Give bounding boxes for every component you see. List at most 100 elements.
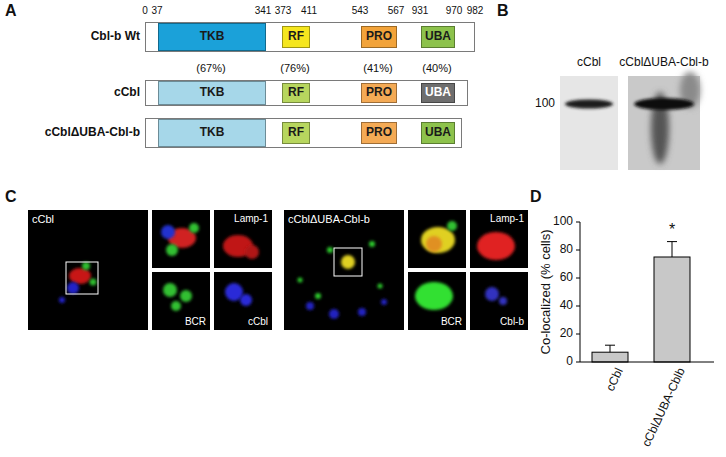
micrograph xyxy=(214,210,272,268)
micrograph xyxy=(152,272,210,330)
micrograph xyxy=(408,210,466,268)
y-axis xyxy=(580,222,581,362)
significance-star: * xyxy=(669,221,675,239)
lamp1-signal xyxy=(477,232,515,260)
domain-label: TKB xyxy=(200,86,225,99)
micrograph xyxy=(214,272,272,330)
category-label: cCbl xyxy=(604,366,627,394)
micrograph-panel: cCbl xyxy=(214,272,272,330)
bcr-signal xyxy=(415,282,453,310)
lane-label: cCblΔUBA-Cbl-b xyxy=(619,56,708,70)
channel-inset xyxy=(214,210,272,268)
residue-number: 982 xyxy=(467,5,484,17)
merge-inset xyxy=(408,210,466,268)
identity-percent: (76%) xyxy=(280,62,309,75)
panel-letter: A xyxy=(5,2,17,20)
micrograph-panel: Lamp-1 xyxy=(214,210,272,268)
cbl-signal xyxy=(358,308,366,316)
protein-band xyxy=(634,98,694,110)
micrograph-panel: Cbl-b xyxy=(470,272,528,330)
x-axis xyxy=(580,362,714,363)
bar xyxy=(654,257,690,362)
cbl-signal xyxy=(161,225,175,239)
channel-label: BCR xyxy=(183,315,208,328)
protein-bar: cCblΔUBA-Cbl-bTKBRFPROUBA xyxy=(145,118,462,148)
cbl-signal xyxy=(485,287,499,301)
panel-letter: C xyxy=(5,188,17,206)
domain-box: PRO xyxy=(361,83,397,103)
bar-chart xyxy=(576,222,714,362)
channel-inset xyxy=(470,272,528,330)
lamp1-signal xyxy=(245,245,259,259)
row-label: cCblΔUBA-Cbl-b xyxy=(45,126,140,139)
bcr-signal xyxy=(180,290,192,302)
channel-label: Lamp-1 xyxy=(488,212,526,225)
micrograph-set xyxy=(28,210,272,330)
colocalized-signal xyxy=(421,227,455,253)
bcr-signal xyxy=(315,293,321,299)
bcr-signal xyxy=(82,262,90,270)
channel-label: Cbl-b xyxy=(498,315,526,328)
residue-number: 341 xyxy=(255,5,272,17)
bcr-signal xyxy=(163,283,177,297)
micrograph-panel: BCR xyxy=(408,272,466,330)
zoom-box xyxy=(334,248,362,276)
axis-title: Co-localized (% cells) xyxy=(539,230,554,355)
axis-tick xyxy=(576,362,580,363)
bcr-signal xyxy=(189,223,199,233)
micrograph xyxy=(152,210,210,268)
cbl-signal xyxy=(306,302,314,310)
axis-tick-label: 60 xyxy=(560,271,573,285)
axis-tick-label: 20 xyxy=(560,327,573,341)
colocalized-signal xyxy=(341,255,355,269)
domain-label: RF xyxy=(288,126,304,139)
residue-number: 0 xyxy=(142,5,148,17)
domain-box: TKB xyxy=(158,23,266,51)
micrograph-set xyxy=(284,210,528,330)
western-blot xyxy=(560,72,700,170)
cbl-signal xyxy=(67,282,79,294)
error-bar xyxy=(605,345,615,346)
zoom-box xyxy=(66,262,98,294)
residue-number: 543 xyxy=(352,5,369,17)
domain-box: UBA xyxy=(421,26,455,48)
row-label: Cbl-b Wt xyxy=(91,30,140,43)
channel-label: Lamp-1 xyxy=(232,212,270,225)
identity-percent: (41%) xyxy=(363,62,392,75)
cbl-signal xyxy=(499,297,507,305)
lane-label: cCbl xyxy=(577,56,601,70)
bcr-signal xyxy=(171,301,181,311)
residue-number: 373 xyxy=(275,5,292,17)
domain-box: RF xyxy=(282,122,310,144)
residue-number: 567 xyxy=(388,5,405,17)
bcr-signal xyxy=(298,278,303,283)
merge-inset xyxy=(152,210,210,268)
channel-inset xyxy=(214,272,272,330)
micrograph xyxy=(408,272,466,330)
axis-tick-label: 100 xyxy=(553,215,573,229)
colocalized-signal xyxy=(426,236,442,252)
identity-percent: (40%) xyxy=(422,62,451,75)
domain-label: PRO xyxy=(366,30,392,43)
axis-tick-label: 40 xyxy=(560,299,573,313)
error-bar xyxy=(672,242,673,257)
error-bar xyxy=(667,241,677,242)
residue-number: 411 xyxy=(301,5,317,17)
axis-tick xyxy=(576,250,580,251)
domain-label: PRO xyxy=(366,86,392,99)
cbl-signal xyxy=(240,294,252,306)
residue-number: 931 xyxy=(412,5,429,17)
error-bar xyxy=(610,345,611,352)
domain-label: UBA xyxy=(425,86,451,99)
bcr-signal xyxy=(378,284,383,289)
residue-number: 970 xyxy=(446,5,463,17)
identity-percent: (67%) xyxy=(196,62,225,75)
domain-label: UBA xyxy=(425,126,451,139)
micrograph-panel: cCbl xyxy=(28,210,148,330)
bcr-signal xyxy=(327,247,333,253)
axis-tick-label: 0 xyxy=(566,355,573,369)
axis-tick xyxy=(576,334,580,335)
micrograph-panel: Lamp-1 xyxy=(470,210,528,268)
domain-box: RF xyxy=(282,83,310,103)
axis-tick-label: 80 xyxy=(560,243,573,257)
